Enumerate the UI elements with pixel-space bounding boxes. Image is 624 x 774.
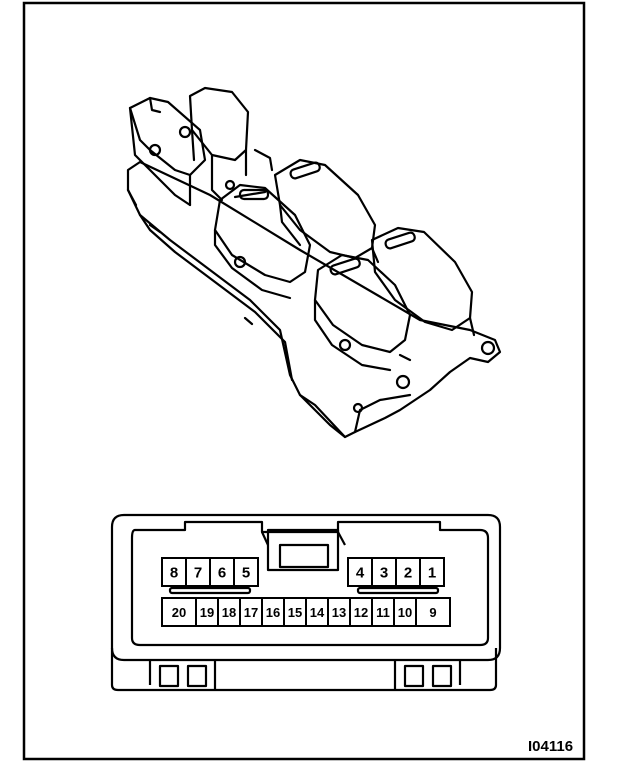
pin-number: 9 [429, 605, 436, 620]
connector-outer-shell [110, 513, 502, 662]
connector-key-right [356, 586, 440, 595]
lock-button-right [188, 86, 250, 162]
figure-id-label: I04116 [528, 738, 574, 755]
window-switch-1 [213, 183, 312, 284]
pin-number: 3 [380, 564, 388, 581]
switch-base-housing [126, 160, 502, 439]
connector-latch [266, 528, 340, 572]
pin-number: 20 [172, 605, 186, 620]
pin-number: 10 [398, 605, 412, 620]
pin-number: 5 [242, 564, 250, 581]
pin-cell [415, 597, 451, 627]
pin-number: 17 [244, 605, 258, 620]
pin-number: 15 [288, 605, 302, 620]
outer-border [22, 1, 586, 761]
pin-number: 11 [376, 605, 390, 620]
window-switch-illustration [126, 86, 502, 439]
connector-housing [110, 513, 502, 692]
lock-button-left [128, 96, 207, 177]
connector-lower-lip [110, 648, 498, 692]
pin-cell [419, 557, 445, 587]
pin-number: 4 [356, 564, 365, 581]
pin-number: 8 [170, 564, 178, 581]
pin-number: 6 [218, 564, 226, 581]
pin-number: 13 [332, 605, 346, 620]
window-switch-3 [313, 253, 412, 354]
pin-number: 2 [404, 564, 412, 581]
pin-number: 12 [354, 605, 368, 620]
pin-number: 1 [428, 564, 436, 581]
pin-number: 16 [266, 605, 280, 620]
pin-number: 14 [310, 605, 325, 620]
pin-number: 7 [194, 564, 202, 581]
connector-inner-body [130, 520, 490, 647]
connector-key-left [168, 586, 252, 595]
pin-number: 18 [222, 605, 236, 620]
pin-cell [233, 557, 259, 587]
pin-number: 19 [200, 605, 214, 620]
